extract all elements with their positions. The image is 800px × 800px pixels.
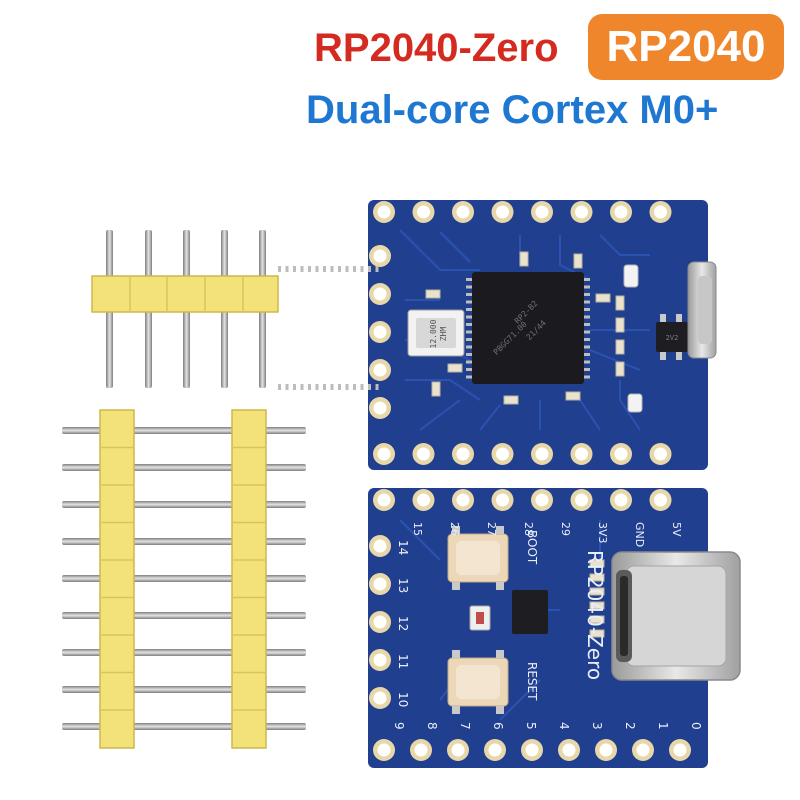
product-title: RP2040-Zero [314,26,559,70]
pin-label-top-28: 28 [522,522,535,536]
pin-label-top-15: 15 [411,522,424,536]
flash-ic [512,590,548,634]
pin-label-bottom-8: 8 [425,722,439,730]
pin-label-left-13: 13 [396,578,410,593]
pin-label-left-11: 11 [396,654,410,669]
reset-label: RESET [525,662,539,701]
pin-header-5 [91,230,279,388]
pin-label-bottom-4: 4 [557,722,571,730]
pin-label-bottom-1: 1 [656,722,670,730]
pin-label-left-14: 14 [396,540,410,555]
crystal-marking-1: 12.000 [429,319,438,348]
pin-label-left-10: 10 [396,692,410,707]
pin-header-9-left [62,409,220,749]
pin-label-bottom-7: 7 [458,722,472,730]
crystal-marking-2: ZHM [439,327,448,342]
regulator-marking: 2V2 [666,334,679,342]
boot-label: BOOT [525,530,539,565]
pin-label-bottom-0: 0 [689,722,703,730]
usb-c-connector [611,551,741,681]
chip-badge: RP2040 [588,14,784,80]
pin-label-top-29: 29 [559,522,572,536]
pin-label-top-5V: 5V [670,522,683,537]
pin-label-left-12: 12 [396,616,410,631]
product-subtitle: Dual-core Cortex M0+ [306,88,719,132]
pin-header-9-right [150,409,306,749]
pin-label-bottom-3: 3 [590,722,604,730]
pin-label-top-26: 26 [448,522,461,536]
pin-label-top-GND: GND [633,522,646,547]
reset-button [447,650,509,714]
pin-label-top-3V3: 3V3 [596,522,609,544]
pin-label-top-27: 27 [485,522,498,536]
board-top-side: RP2-B2 21/44 PBGG71.00 12.000 ZHM [278,200,717,470]
pin-label-bottom-9: 9 [392,722,406,730]
pin-label-bottom-5: 5 [524,722,538,730]
pin-label-bottom-6: 6 [491,722,505,730]
boot-button [447,526,509,590]
pin-label-bottom-2: 2 [623,722,637,730]
board-silkscreen: RP2040-Zero [583,550,607,680]
